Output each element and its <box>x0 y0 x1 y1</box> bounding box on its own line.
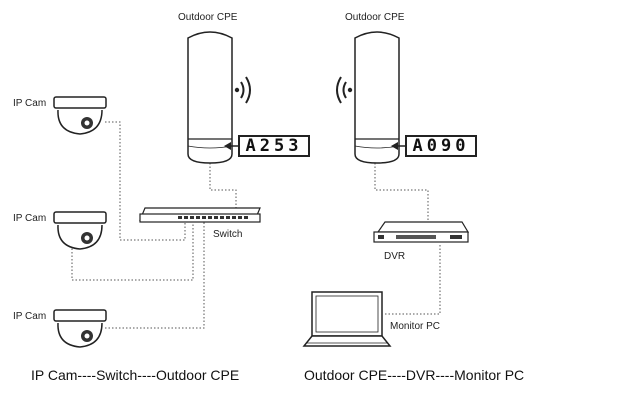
wifi-signal-icon <box>234 76 251 104</box>
link-cpe-right-dvr <box>374 163 429 225</box>
arrow-to-code-right <box>391 142 405 150</box>
link-cam2-switch <box>71 222 194 281</box>
outdoor-cpe-right-label: Outdoor CPE <box>345 12 405 23</box>
ip-cam-1-icon <box>53 96 107 135</box>
cpe-right-code: A090 <box>405 135 477 157</box>
ip-cam-1-label: IP Cam <box>13 98 47 109</box>
link-cam1-switch <box>105 121 186 241</box>
ip-cam-3-label: IP Cam <box>13 311 47 322</box>
wifi-signal-icon <box>336 76 353 104</box>
ip-cam-2-icon <box>53 211 107 250</box>
link-switch-cpe-left <box>209 163 237 208</box>
outdoor-cpe-left-label: Outdoor CPE <box>178 12 238 23</box>
ip-cam-3-icon <box>53 309 107 348</box>
connection-lines <box>71 121 441 329</box>
outdoor-cpe-left <box>187 31 233 164</box>
arrow-to-code-left <box>224 142 238 150</box>
cpe-left-code: A253 <box>238 135 310 157</box>
outdoor-cpe-right <box>354 31 400 164</box>
ip-cam-2-label: IP Cam <box>13 213 47 224</box>
dvr-label: DVR <box>384 251 406 262</box>
switch-label: Switch <box>213 229 243 240</box>
dvr-icon <box>373 221 470 243</box>
link-cam3-switch <box>105 222 205 329</box>
caption-right: Outdoor CPE----DVR----Monitor PC <box>304 367 525 383</box>
monitor-pc-icon <box>302 291 392 347</box>
caption-left: IP Cam----Switch----Outdoor CPE <box>31 367 240 383</box>
monitor-pc-label: Monitor PC <box>390 321 441 332</box>
switch-icon <box>139 207 261 223</box>
